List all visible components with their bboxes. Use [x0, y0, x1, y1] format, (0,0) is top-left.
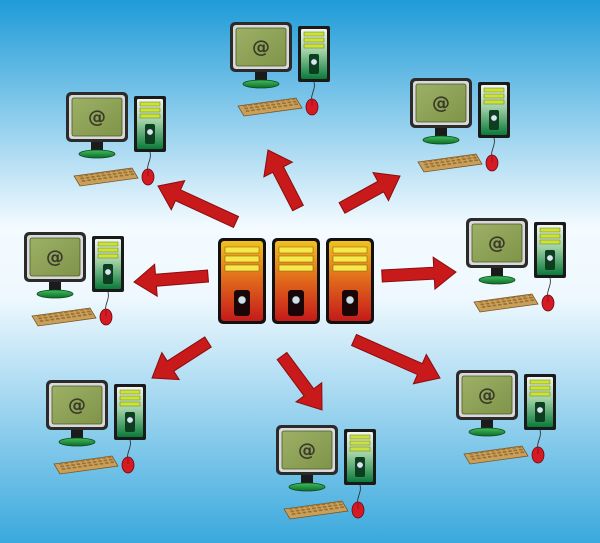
- workstation-top: @: [230, 22, 330, 117]
- at-sign-icon: @: [432, 93, 450, 114]
- keyboard-icon: [463, 445, 529, 465]
- mouse-icon: [541, 277, 555, 312]
- at-sign-icon: @: [88, 107, 106, 128]
- arrows-group: [133, 149, 457, 411]
- arrow-left: [133, 263, 210, 298]
- at-sign-icon: @: [46, 247, 64, 268]
- server-unit: [218, 238, 266, 324]
- arrow-bottom: [276, 351, 323, 411]
- pc-tower-icon: [534, 222, 566, 278]
- at-sign-icon: @: [478, 385, 496, 406]
- arrow-bottom-left: [151, 336, 212, 381]
- desktop-computer-icon: @: [456, 370, 518, 437]
- keyboard-icon: [283, 500, 349, 520]
- server-group: [218, 238, 374, 324]
- keyboard-icon: [31, 307, 97, 327]
- mouse-icon: [351, 484, 365, 519]
- server-unit: [326, 238, 374, 324]
- at-sign-icon: @: [298, 440, 316, 461]
- desktop-computer-icon: @: [410, 78, 472, 145]
- mouse-icon: [305, 81, 319, 116]
- arrow-top-left: [157, 180, 240, 229]
- desktop-computer-icon: @: [46, 380, 108, 447]
- desktop-computer-icon: @: [276, 425, 338, 492]
- desktop-computer-icon: @: [24, 232, 86, 299]
- arrow-bottom-right: [350, 333, 441, 385]
- pc-tower-icon: [298, 26, 330, 82]
- workstation-top-right: @: [410, 78, 510, 173]
- workstation-top-left: @: [66, 92, 166, 187]
- workstations-group: @ @ @ @ @ @ @ @: [24, 22, 566, 520]
- keyboard-icon: [237, 97, 303, 117]
- pc-tower-icon: [92, 236, 124, 292]
- workstation-bottom-left: @: [46, 380, 146, 475]
- mouse-icon: [531, 429, 545, 464]
- pc-tower-icon: [524, 374, 556, 430]
- arrow-right: [381, 256, 457, 291]
- desktop-computer-icon: @: [230, 22, 292, 89]
- desktop-computer-icon: @: [466, 218, 528, 285]
- pc-tower-icon: [344, 429, 376, 485]
- workstation-bottom: @: [276, 425, 376, 520]
- keyboard-icon: [53, 455, 119, 475]
- mouse-icon: [99, 291, 113, 326]
- server-rack-icon: [218, 238, 374, 324]
- workstation-bottom-right: @: [456, 370, 556, 465]
- mouse-icon: [141, 151, 155, 186]
- pc-tower-icon: [114, 384, 146, 440]
- keyboard-icon: [73, 167, 139, 187]
- workstation-right: @: [466, 218, 566, 313]
- arrow-top: [263, 149, 305, 212]
- pc-tower-icon: [134, 96, 166, 152]
- server-unit: [272, 238, 320, 324]
- pc-tower-icon: [478, 82, 510, 138]
- keyboard-icon: [473, 293, 539, 313]
- desktop-computer-icon: @: [66, 92, 128, 159]
- workstation-left: @: [24, 232, 124, 327]
- keyboard-icon: [417, 153, 483, 173]
- at-sign-icon: @: [68, 395, 86, 416]
- arrow-top-right: [338, 172, 401, 214]
- at-sign-icon: @: [252, 37, 270, 58]
- mouse-icon: [485, 137, 499, 172]
- mouse-icon: [121, 439, 135, 474]
- at-sign-icon: @: [488, 233, 506, 254]
